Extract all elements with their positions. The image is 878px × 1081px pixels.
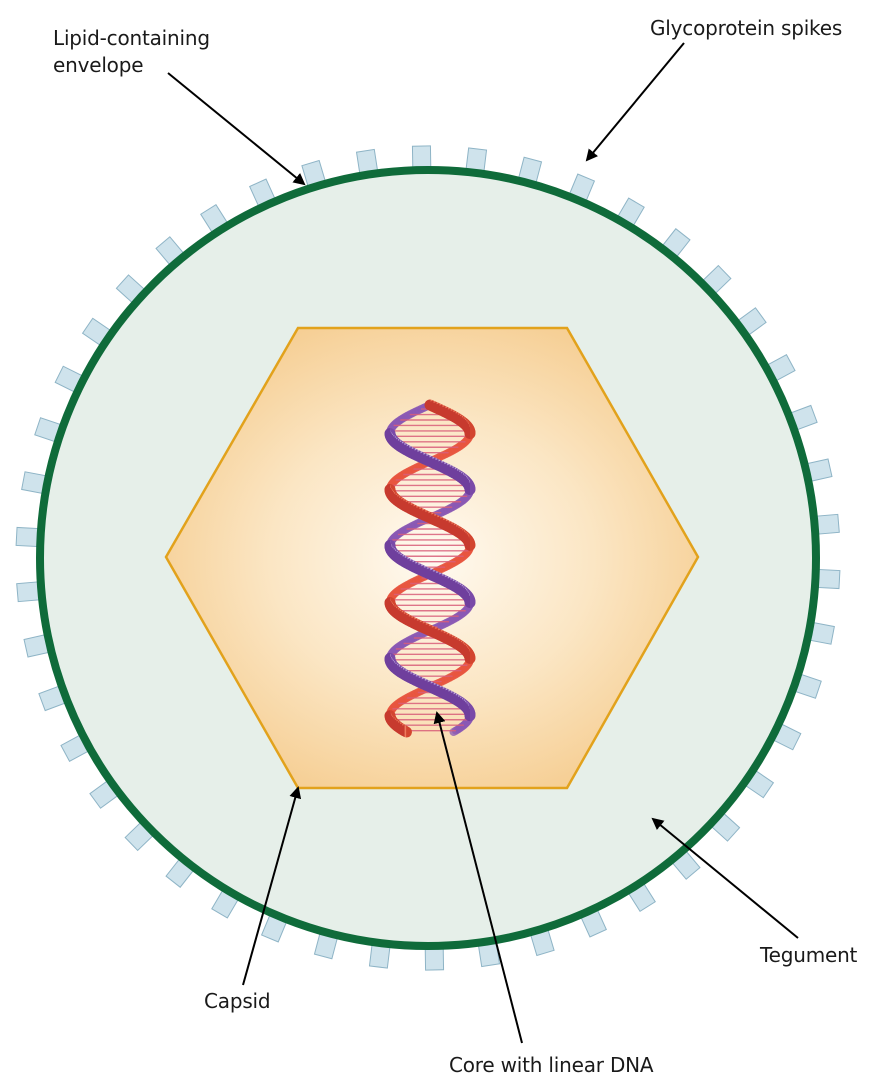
envelope-label-line1: Lipid-containing — [53, 25, 210, 52]
capsid-label: Capsid — [204, 988, 270, 1015]
envelope-label: Lipid-containing envelope — [53, 25, 210, 79]
envelope-label-line2: envelope — [53, 52, 210, 79]
spikes-arrow — [587, 43, 684, 160]
envelope-arrow — [168, 73, 304, 184]
spikes-label: Glycoprotein spikes — [650, 15, 842, 42]
tegument-label: Tegument — [760, 942, 857, 969]
dna-strand-segment — [404, 731, 406, 732]
core-label: Core with linear DNA — [449, 1052, 653, 1079]
